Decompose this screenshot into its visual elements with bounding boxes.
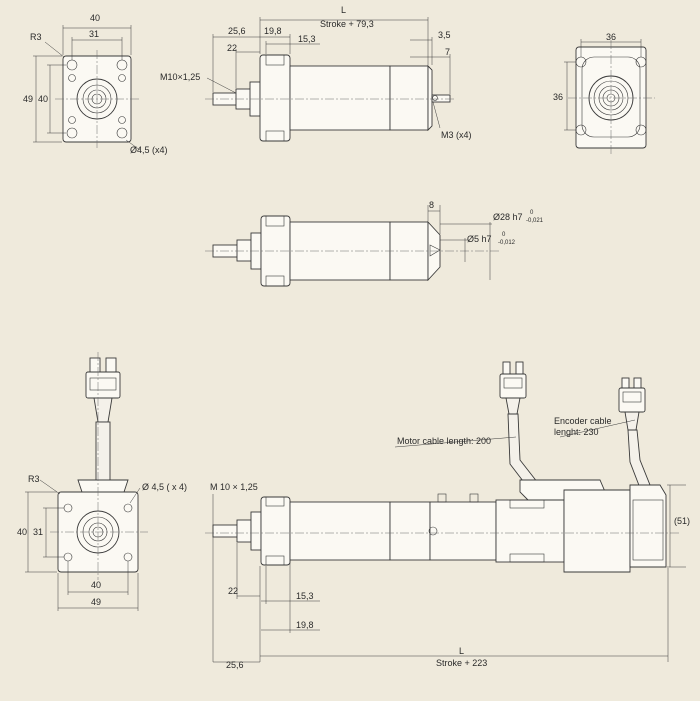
- dim-3-5-label: 3,5: [438, 30, 451, 40]
- hole-label: Ø4,5 (x4): [130, 145, 168, 155]
- dim-15-3-label-bottom: 15,3: [296, 591, 314, 601]
- length-L-label-bottom: L: [459, 646, 464, 656]
- width-49-label-bottom: 49: [91, 597, 101, 607]
- hole-label-bottom: Ø 4,5 ( x 4): [142, 482, 187, 492]
- motor-cable-label: Motor cable length: 200: [397, 436, 491, 446]
- actuator-side-view-middle: 8 Ø28 h7 0 -0,021 Ø5 h7 0 -0,012: [205, 200, 544, 287]
- actuator-with-motor-side-view: M 10 × 1,25 Motor cable length: 200 Enco…: [205, 361, 690, 670]
- d5-label: Ø5 h7: [467, 234, 492, 244]
- dim-22-label-bottom: 22: [228, 586, 238, 596]
- dim-8-label: 8: [429, 200, 434, 210]
- height-40-label-bottom: 40: [17, 527, 27, 537]
- encoder-cable-label-1: Encoder cable: [554, 416, 612, 426]
- length-L-label: L: [341, 5, 346, 15]
- d28-label: Ø28 h7: [493, 212, 523, 222]
- dim-25-6-label: 25,6: [228, 26, 246, 36]
- d5-tol-top: 0: [502, 232, 506, 238]
- height-40-label: 40: [38, 94, 48, 104]
- dim-19-8-label-bottom: 19,8: [296, 620, 314, 630]
- radius-label: R3: [30, 32, 42, 42]
- thread-label: M10×1,25: [160, 72, 200, 82]
- radius-label-bottom: R3: [28, 474, 40, 484]
- width-36-label: 36: [606, 32, 616, 42]
- dim-19-8-label: 19,8: [264, 26, 282, 36]
- actuator-side-view-top: L Stroke + 79,3 25,6 19,8 22 15,3 3,5 7 …: [160, 5, 472, 142]
- height-49-label: 49: [23, 94, 33, 104]
- stroke-label-bottom: Stroke + 223: [436, 658, 487, 668]
- dim-22-label: 22: [227, 43, 237, 53]
- rear-view-top-right: 36 36: [553, 32, 655, 156]
- stroke-label: Stroke + 79,3: [320, 19, 374, 29]
- width-40-label-bottom: 40: [91, 580, 101, 590]
- encoder-cable-label-2: lenght: 230: [554, 427, 599, 437]
- flange-front-view-bottom-left: R3 Ø 4,5 ( x 4) 40 31 40 49: [17, 352, 187, 611]
- d28-tol-bot: -0,021: [526, 218, 544, 224]
- d5-tol-bot: -0,012: [498, 240, 516, 246]
- height-31-label-bottom: 31: [33, 527, 43, 537]
- m3-label: M3 (x4): [441, 130, 472, 140]
- thread-label-bottom: M 10 × 1,25: [210, 482, 258, 492]
- dim-51-label: (51): [674, 516, 690, 526]
- dim-25-6-label-bottom: 25,6: [226, 660, 244, 670]
- dim-15-3-label: 15,3: [298, 34, 316, 44]
- width-31-label: 31: [89, 29, 99, 39]
- d28-tol-top: 0: [530, 210, 534, 216]
- flange-front-view-top-left: 40 31 49 40 R3 Ø4,5 (x4): [23, 13, 168, 155]
- dim-7-label: 7: [445, 47, 450, 57]
- width-40-label: 40: [90, 13, 100, 23]
- height-36-label: 36: [553, 92, 563, 102]
